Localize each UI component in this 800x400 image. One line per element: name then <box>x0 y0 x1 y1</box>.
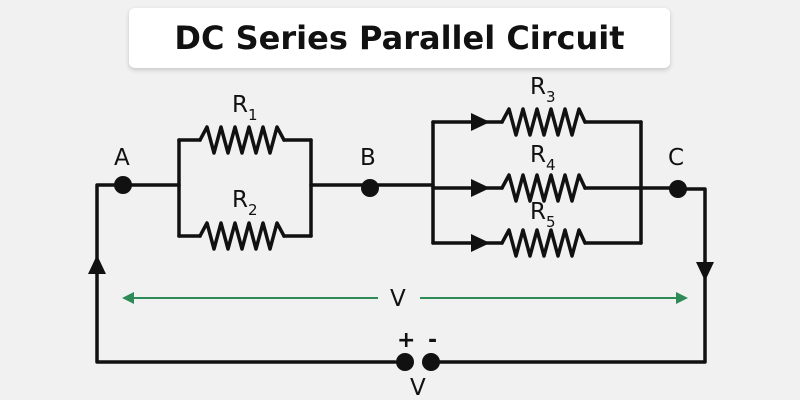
resistor-r3 <box>500 107 587 137</box>
r3-subscript: 3 <box>546 88 556 106</box>
r1-label: R <box>232 92 248 118</box>
node-b-label: B <box>360 145 376 171</box>
right-loop-arrow-icon <box>696 262 714 281</box>
r4-subscript: 4 <box>546 156 556 174</box>
battery-minus-sign: - <box>428 328 437 353</box>
battery-plus-terminal <box>396 353 414 371</box>
r3-current-arrow-icon <box>471 113 490 131</box>
node-c <box>669 180 687 198</box>
voltage-span-right-arrowhead-icon <box>676 292 688 304</box>
battery-plus-sign: + <box>397 328 415 353</box>
r4-label: R <box>530 142 546 168</box>
battery-minus-terminal <box>422 353 440 371</box>
voltage-span-label: V <box>390 286 406 312</box>
battery-voltage-label: V <box>410 375 426 400</box>
resistor-r2 <box>198 221 286 251</box>
r5-current-arrow-icon <box>471 234 490 252</box>
r2-subscript: 2 <box>248 201 258 219</box>
r5-label: R <box>530 199 546 225</box>
title-box: DC Series Parallel Circuit <box>129 8 670 68</box>
wire-right-from-c <box>435 187 707 364</box>
r1-subscript: 1 <box>248 106 258 124</box>
voltage-span-left-arrowhead-icon <box>122 292 134 304</box>
node-c-label: C <box>668 145 684 171</box>
resistor-r1 <box>198 125 286 155</box>
r5-subscript: 5 <box>546 213 556 231</box>
r2-label: R <box>232 187 248 213</box>
node-b <box>361 179 379 197</box>
r4-current-arrow-icon <box>471 179 490 197</box>
diagram-title: DC Series Parallel Circuit <box>174 19 625 57</box>
resistor-r4 <box>500 173 587 203</box>
node-a-label: A <box>114 145 130 171</box>
r3-label: R <box>530 74 546 100</box>
resistor-r5 <box>500 228 587 258</box>
node-a <box>114 176 132 194</box>
left-loop-arrow-icon <box>88 255 106 274</box>
